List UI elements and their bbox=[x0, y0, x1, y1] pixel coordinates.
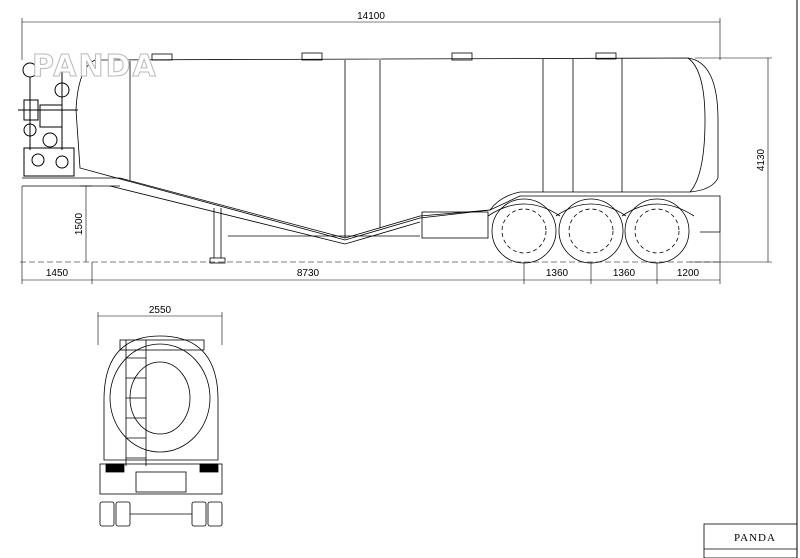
title-block-label: PANDA bbox=[734, 532, 776, 544]
top-walkway bbox=[119, 339, 205, 351]
ladder bbox=[125, 340, 147, 466]
chassis-beam bbox=[119, 177, 721, 239]
tank-body bbox=[75, 57, 719, 241]
fender bbox=[555, 203, 627, 217]
manhole-lid bbox=[151, 53, 173, 61]
dim-axle-spacing-1: 1360 bbox=[546, 268, 569, 279]
rear-view bbox=[99, 335, 223, 527]
watermark-text: PANDA bbox=[32, 49, 158, 84]
fender bbox=[621, 203, 695, 217]
dim-overall-height: 4130 bbox=[756, 148, 767, 171]
dim-overall-length: 14100 bbox=[357, 11, 385, 22]
manhole-lid bbox=[451, 52, 473, 61]
dim-rear-overhang: 1200 bbox=[677, 268, 700, 279]
cargo-box bbox=[421, 211, 489, 239]
manhole-lid bbox=[301, 52, 323, 61]
dim-kingpin-to-axle: 8730 bbox=[297, 268, 320, 279]
dim-overall-width: 2550 bbox=[149, 305, 172, 316]
fender bbox=[487, 203, 561, 217]
rear-tank-head bbox=[109, 343, 211, 453]
rear-cap bbox=[687, 57, 706, 193]
rear-wheel bbox=[191, 501, 207, 527]
rear-dimension-lines bbox=[97, 312, 223, 345]
rear-wheel bbox=[115, 501, 131, 527]
rear-plate bbox=[135, 471, 187, 493]
rear-bumper bbox=[99, 463, 223, 495]
landing-foot bbox=[209, 257, 226, 264]
side-view bbox=[18, 52, 721, 264]
rear-wheel bbox=[207, 501, 223, 527]
chassis-beam-lower bbox=[109, 185, 421, 245]
rear-light bbox=[105, 463, 125, 473]
dim-axle-spacing-2: 1360 bbox=[613, 268, 636, 279]
dim-coupling-height: 1500 bbox=[74, 212, 85, 235]
valve-assembly bbox=[18, 60, 78, 177]
manhole-lid bbox=[595, 52, 617, 60]
rear-tank-shell bbox=[103, 335, 219, 461]
rear-light bbox=[199, 463, 219, 473]
side-dimension-lines bbox=[20, 18, 772, 284]
dim-front-overhang: 1450 bbox=[46, 268, 69, 279]
rear-wheel bbox=[99, 501, 115, 527]
title-block-frame bbox=[703, 523, 798, 558]
